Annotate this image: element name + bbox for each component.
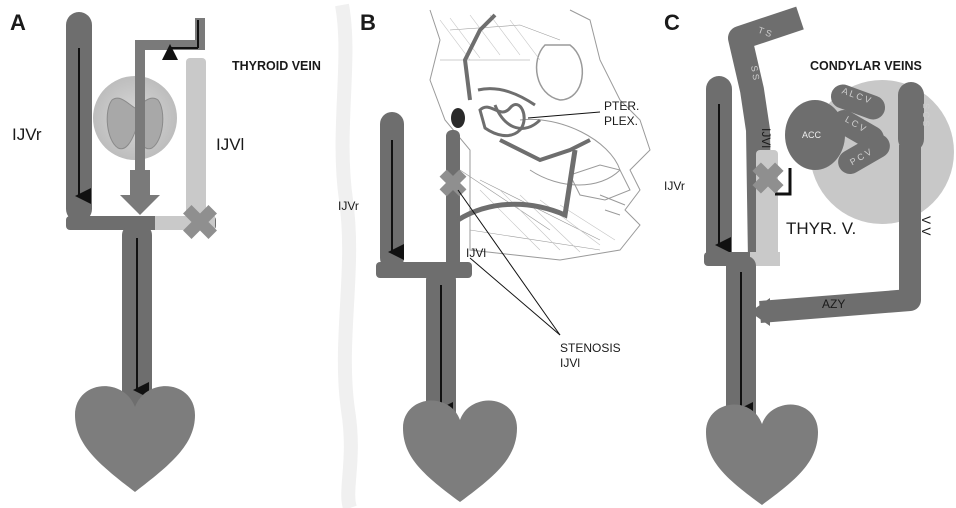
label-ijv-right: IJVr [338, 199, 359, 213]
heart-icon [706, 404, 818, 505]
ijv-left-vessel [186, 58, 206, 228]
panel-divider [342, 5, 351, 508]
heart-icon [403, 400, 517, 502]
label-vv: V V [919, 216, 933, 235]
label-pter-plex-2: PLEX. [604, 114, 638, 128]
label-ijv-right: IJVr [12, 125, 42, 144]
stenosis-leader [470, 258, 560, 335]
label-scs: S C S [921, 103, 931, 127]
panel-a: A IJVr IJVl THYROID VEIN [10, 10, 321, 492]
thyroid-downflow-arrow [120, 170, 160, 215]
ear-icon [451, 108, 465, 128]
panel-c-letter: C [664, 10, 680, 35]
label-stenosis-vessel: IJVl [560, 356, 580, 370]
label-ijv-left: IJVl [216, 135, 244, 154]
facial-vein [458, 150, 575, 220]
label-ijv-left: IJVl [466, 246, 486, 260]
pter-plex-leader [528, 112, 600, 118]
label-condylar-veins: CONDYLAR VEINS [810, 59, 922, 73]
label-ijv-left: IJVl [759, 128, 773, 148]
scs-vessel [898, 82, 924, 152]
pterygoid-plexus [465, 15, 590, 160]
stenosis-leader [458, 190, 560, 335]
label-azy: AZY [822, 297, 845, 311]
label-thyroid-vein: THYROID VEIN [232, 59, 321, 73]
ijv-left-vessel [446, 130, 460, 270]
label-thyr-v: THYR. V. [786, 219, 856, 238]
panel-a-letter: A [10, 10, 26, 35]
label-ijv-right: IJVr [664, 179, 685, 193]
label-acc: ACC [802, 130, 822, 140]
panel-b: B [338, 10, 650, 502]
panel-c: C [664, 10, 954, 505]
panel-b-letter: B [360, 10, 376, 35]
head-anatomy-illustration [430, 10, 650, 260]
label-stenosis: STENOSIS [560, 341, 621, 355]
label-pter-plex: PTER. [604, 99, 639, 113]
brachiocephalic-connector [376, 262, 472, 278]
